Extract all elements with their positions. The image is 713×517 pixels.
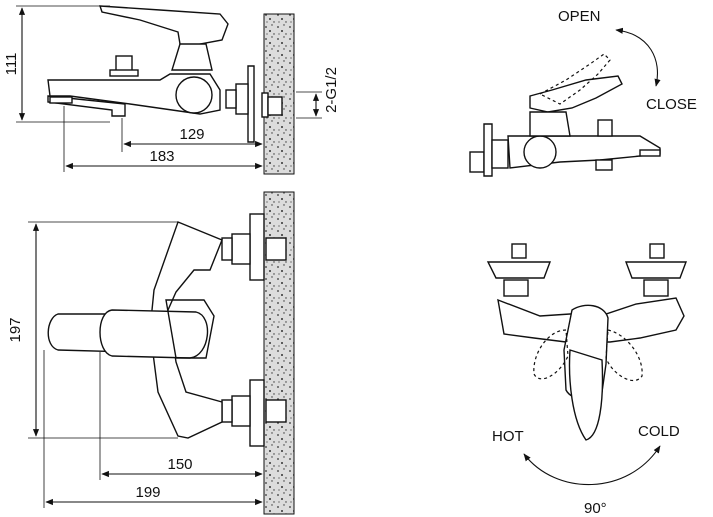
dim-front-depth-inner: 150 (167, 456, 192, 473)
label-hot: HOT (492, 428, 524, 445)
label-close: CLOSE (646, 96, 697, 113)
label-cold: COLD (638, 423, 680, 440)
side-view-dimensions: 111 129 183 2-G1/2 (3, 5, 340, 174)
top-view (47, 191, 295, 515)
lever-operation-view (469, 27, 661, 177)
label-open: OPEN (558, 8, 601, 25)
dim-thread: 2-G1/2 (323, 67, 340, 113)
dim-side-height: 111 (3, 53, 20, 76)
wall-section-top (263, 13, 295, 175)
dim-side-depth-inner: 129 (179, 126, 204, 143)
dim-front-depth-outer: 199 (135, 484, 160, 501)
label-rotation: 90° (584, 500, 607, 517)
side-view (47, 5, 295, 175)
dim-side-depth-outer: 183 (149, 148, 174, 165)
top-view-dimensions: 197 150 199 (7, 221, 265, 514)
temperature-control-view (486, 243, 688, 486)
dim-front-height: 197 (7, 317, 24, 342)
